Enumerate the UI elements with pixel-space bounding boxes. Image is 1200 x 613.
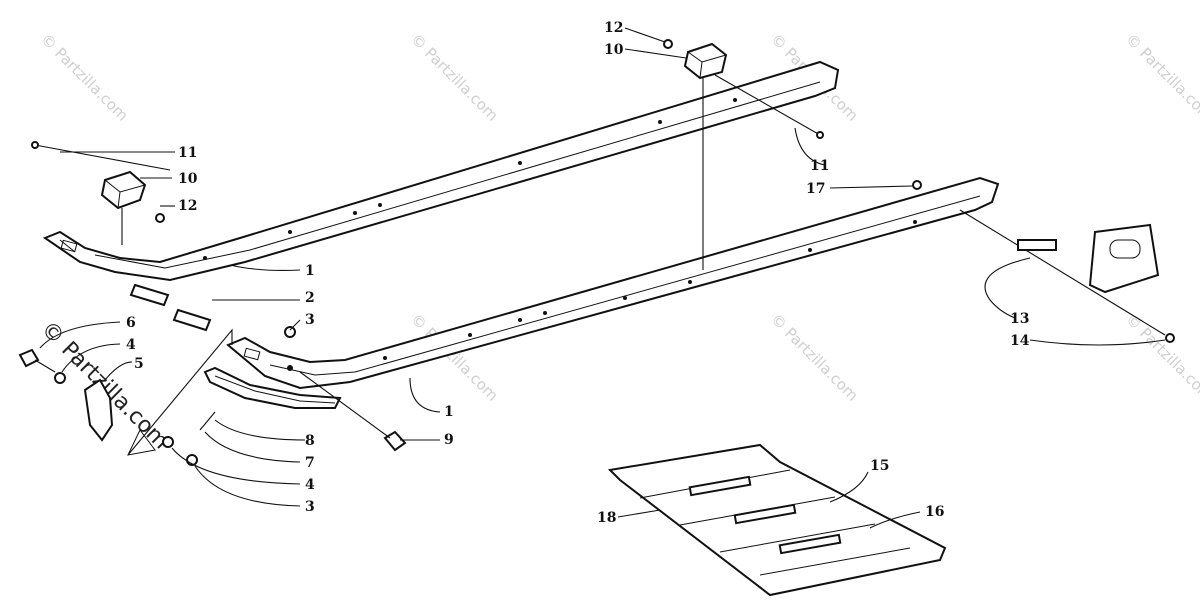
callout-3b: 3 (305, 499, 315, 515)
slide-rail-upper (42, 60, 840, 282)
watermark: © Partzilla.com (407, 30, 502, 125)
callout-16: 15 (870, 458, 889, 474)
callout-17: 16 (925, 504, 944, 520)
callout-12: 12 (178, 198, 197, 214)
callout-11: 11 (178, 145, 197, 161)
callout-6: 6 (126, 315, 136, 331)
callout-5: 5 (134, 356, 144, 372)
watermark: © Partzilla.com (1122, 30, 1200, 125)
drive-track (607, 443, 947, 597)
callout-3: 3 (305, 312, 315, 328)
callout-1: 1 (305, 263, 315, 279)
callout-2: 2 (305, 290, 315, 306)
left-hardware (18, 326, 407, 466)
leader-lines (39, 27, 1166, 529)
callout-10: 10 (178, 171, 198, 187)
callout-10b: 10 (604, 42, 624, 58)
callout-11b: 11 (810, 158, 829, 174)
watermark: © Partzilla.com (1122, 310, 1200, 405)
callout-15: 17 (806, 181, 825, 197)
callout-4b: 4 (305, 477, 315, 493)
callout-1b: 1 (444, 404, 454, 420)
callout-9: 9 (444, 432, 454, 448)
wear-strip (203, 366, 342, 409)
end-plate-assembly (912, 180, 1175, 343)
left-bumper-block (31, 141, 171, 245)
callout-8: 8 (305, 433, 315, 449)
callout-12b: 12 (604, 20, 623, 36)
callout-13: 13 (1010, 311, 1029, 327)
callout-labels: 11 10 12 1 2 3 6 4 5 1 9 8 7 4 3 12 10 1… (126, 20, 1030, 526)
callout-4: 4 (126, 337, 136, 353)
right-bumper-block (663, 39, 824, 270)
watermark: © Partzilla.com (767, 310, 862, 405)
watermark: © Partzilla.com (37, 30, 132, 125)
callout-14: 14 (1010, 333, 1030, 349)
axle-tubes (129, 283, 212, 332)
callout-7: 7 (305, 455, 315, 471)
slide-rail-lower (226, 176, 1000, 390)
callout-18: 18 (597, 510, 616, 526)
